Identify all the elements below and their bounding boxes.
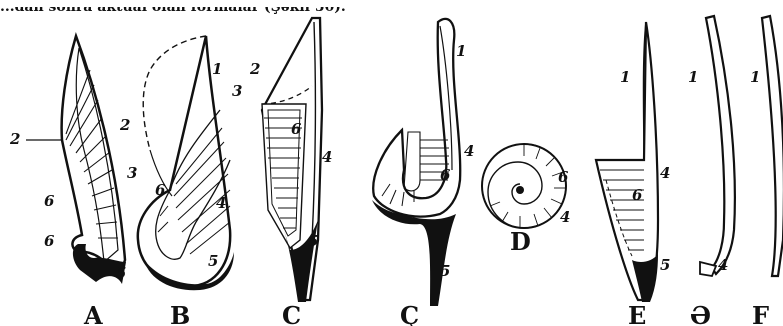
letter-e: E: [628, 301, 646, 326]
num-d-6: 6: [558, 168, 569, 186]
num-a-6a: 6: [44, 192, 55, 210]
num-c-4: 4: [322, 148, 332, 166]
shell-d: [482, 144, 566, 228]
num-a-5: 5: [116, 264, 126, 282]
num-b-5: 5: [208, 252, 218, 270]
shell-e: [596, 22, 658, 302]
letter-f: F: [752, 301, 769, 326]
shell-a: [26, 36, 126, 284]
num-b-4: 4: [216, 194, 226, 212]
num-c-2: 2: [249, 60, 260, 78]
shell-schwa: [700, 16, 735, 276]
num-schwa-4: 4: [718, 256, 728, 274]
num-ch-6: 6: [440, 166, 451, 184]
letter-schwa: Ə: [690, 301, 711, 326]
shell-c: [262, 18, 322, 302]
num-a-2: 2: [9, 130, 20, 148]
num-ch-1: 1: [456, 42, 466, 60]
num-e-4: 4: [660, 164, 670, 182]
num-c-6: 6: [291, 120, 302, 138]
num-b-2: 2: [119, 116, 130, 134]
num-e-6: 6: [632, 186, 643, 204]
num-e-5: 5: [660, 256, 670, 274]
num-ch-5: 5: [440, 262, 450, 280]
num-b-1: 1: [212, 60, 222, 78]
letter-ch: Ç: [400, 301, 419, 326]
letter-a: A: [83, 301, 103, 326]
num-d-4: 4: [560, 208, 570, 226]
num-c-5: 5: [308, 232, 318, 250]
letter-c: C: [282, 301, 301, 326]
letter-d: D: [510, 227, 531, 256]
num-b-3: 3: [127, 164, 137, 182]
num-a-6b: 6: [44, 232, 55, 250]
num-ch-4: 4: [464, 142, 474, 160]
shell-f: [762, 16, 783, 276]
num-b-6: 6: [155, 181, 166, 199]
letter-b: B: [170, 301, 190, 326]
num-f-1: 1: [750, 68, 760, 86]
num-schwa-1: 1: [688, 68, 698, 86]
num-e-1: 1: [620, 68, 630, 86]
num-c-3: 3: [232, 82, 242, 100]
